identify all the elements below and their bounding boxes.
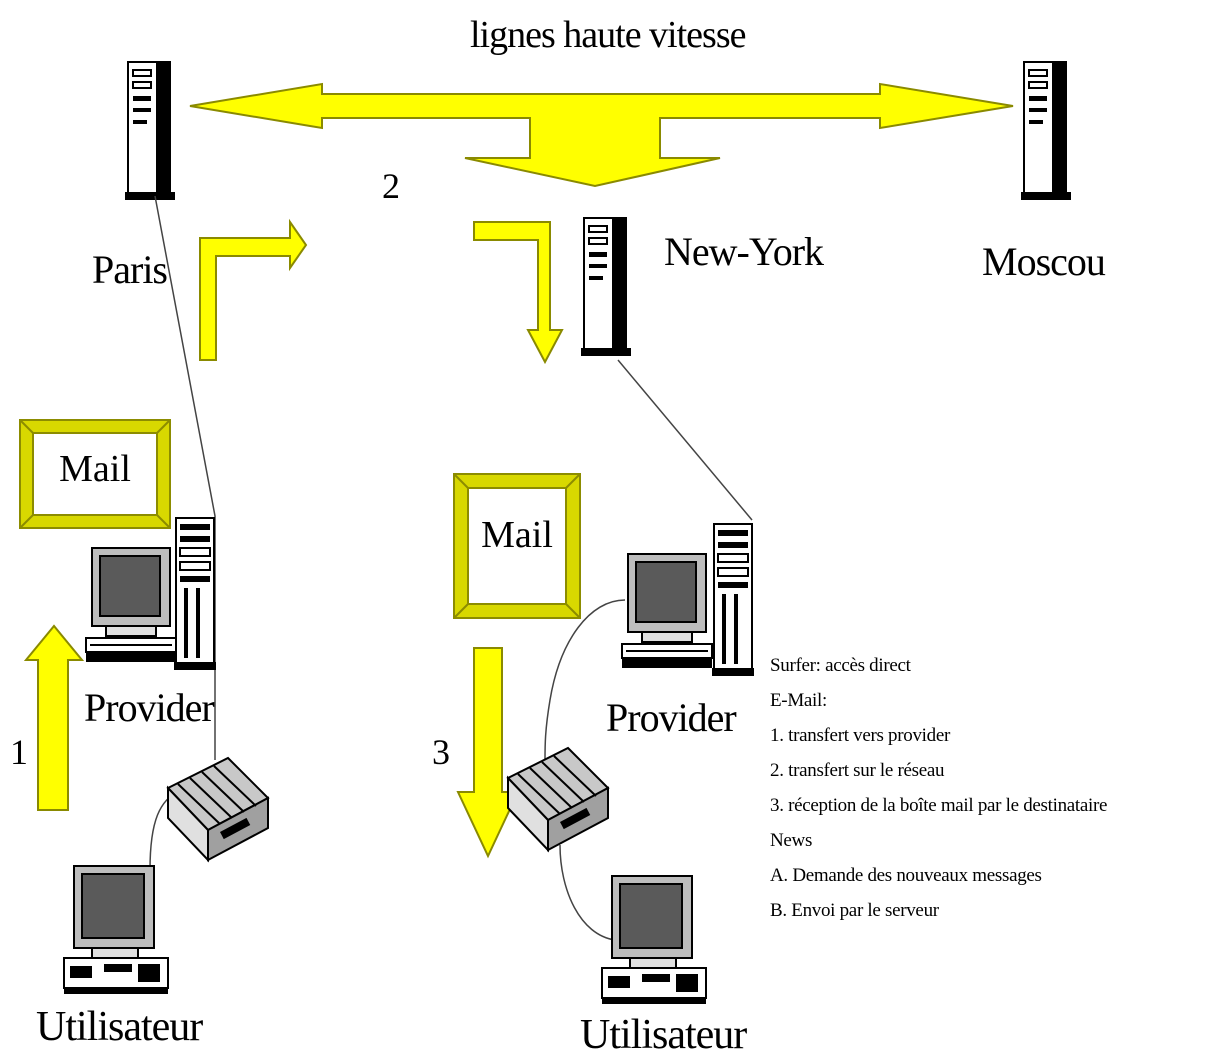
line-paris-provider	[154, 195, 216, 760]
legend-line-email: E-Mail:	[770, 690, 827, 711]
provider-left-monitor-icon	[85, 547, 177, 663]
legend-line-news-b: B. Envoi par le serveur	[770, 900, 939, 921]
diagram-title: lignes haute vitesse	[470, 14, 746, 56]
user-left-label: Utilisateur	[36, 1004, 203, 1050]
mail-frame-left	[19, 419, 171, 529]
provider-left-tower-icon	[173, 517, 217, 671]
legend-line-surfer: Surfer: accès direct	[770, 655, 911, 676]
server-new-york-icon	[580, 217, 632, 357]
label-paris: Paris	[92, 247, 168, 292]
user-right-label: Utilisateur	[580, 1012, 747, 1058]
provider-right-tower-icon	[711, 523, 755, 677]
user-right-computer-icon	[601, 875, 707, 1005]
mail-right-text: Mail	[481, 514, 553, 556]
legend-line-step3: 3. réception de la boîte mail par le des…	[770, 795, 1108, 816]
legend-line-step2: 2. transfert sur le réseau	[770, 760, 945, 781]
modem-left-icon	[167, 757, 269, 861]
step-1-label: 1	[10, 732, 28, 772]
user-left-computer-icon	[63, 865, 169, 995]
step-2-label: 2	[382, 166, 400, 206]
provider-right-label: Provider	[606, 695, 737, 740]
legend-line-news-a: A. Demande des nouveaux messages	[770, 865, 1042, 886]
server-moscou-icon	[1020, 61, 1072, 201]
modem-right-icon	[507, 747, 609, 851]
provider-right-monitor-icon	[621, 553, 713, 669]
arrow-step3-down	[456, 647, 520, 859]
arrow-step2-right	[473, 221, 564, 365]
provider-left-label: Provider	[84, 685, 215, 730]
arrow-step1-up	[23, 624, 85, 811]
label-new-york: New-York	[664, 229, 824, 274]
high-speed-arrow	[189, 82, 1014, 188]
legend: Surfer: accès direct E-Mail: 1. transfer…	[770, 648, 1107, 928]
legend-line-news: News	[770, 830, 813, 851]
step-3-label: 3	[432, 732, 450, 772]
legend-line-step1: 1. transfert vers provider	[770, 725, 951, 746]
line-modem-user-right	[559, 844, 616, 941]
arrow-step2-left	[199, 218, 308, 361]
mail-frame-right	[453, 473, 581, 619]
server-paris-icon	[124, 61, 176, 201]
mail-left-text: Mail	[59, 448, 131, 490]
line-newyork-provider	[617, 359, 753, 521]
label-moscou: Moscou	[982, 239, 1106, 284]
line-provider-modem-right	[544, 599, 626, 761]
